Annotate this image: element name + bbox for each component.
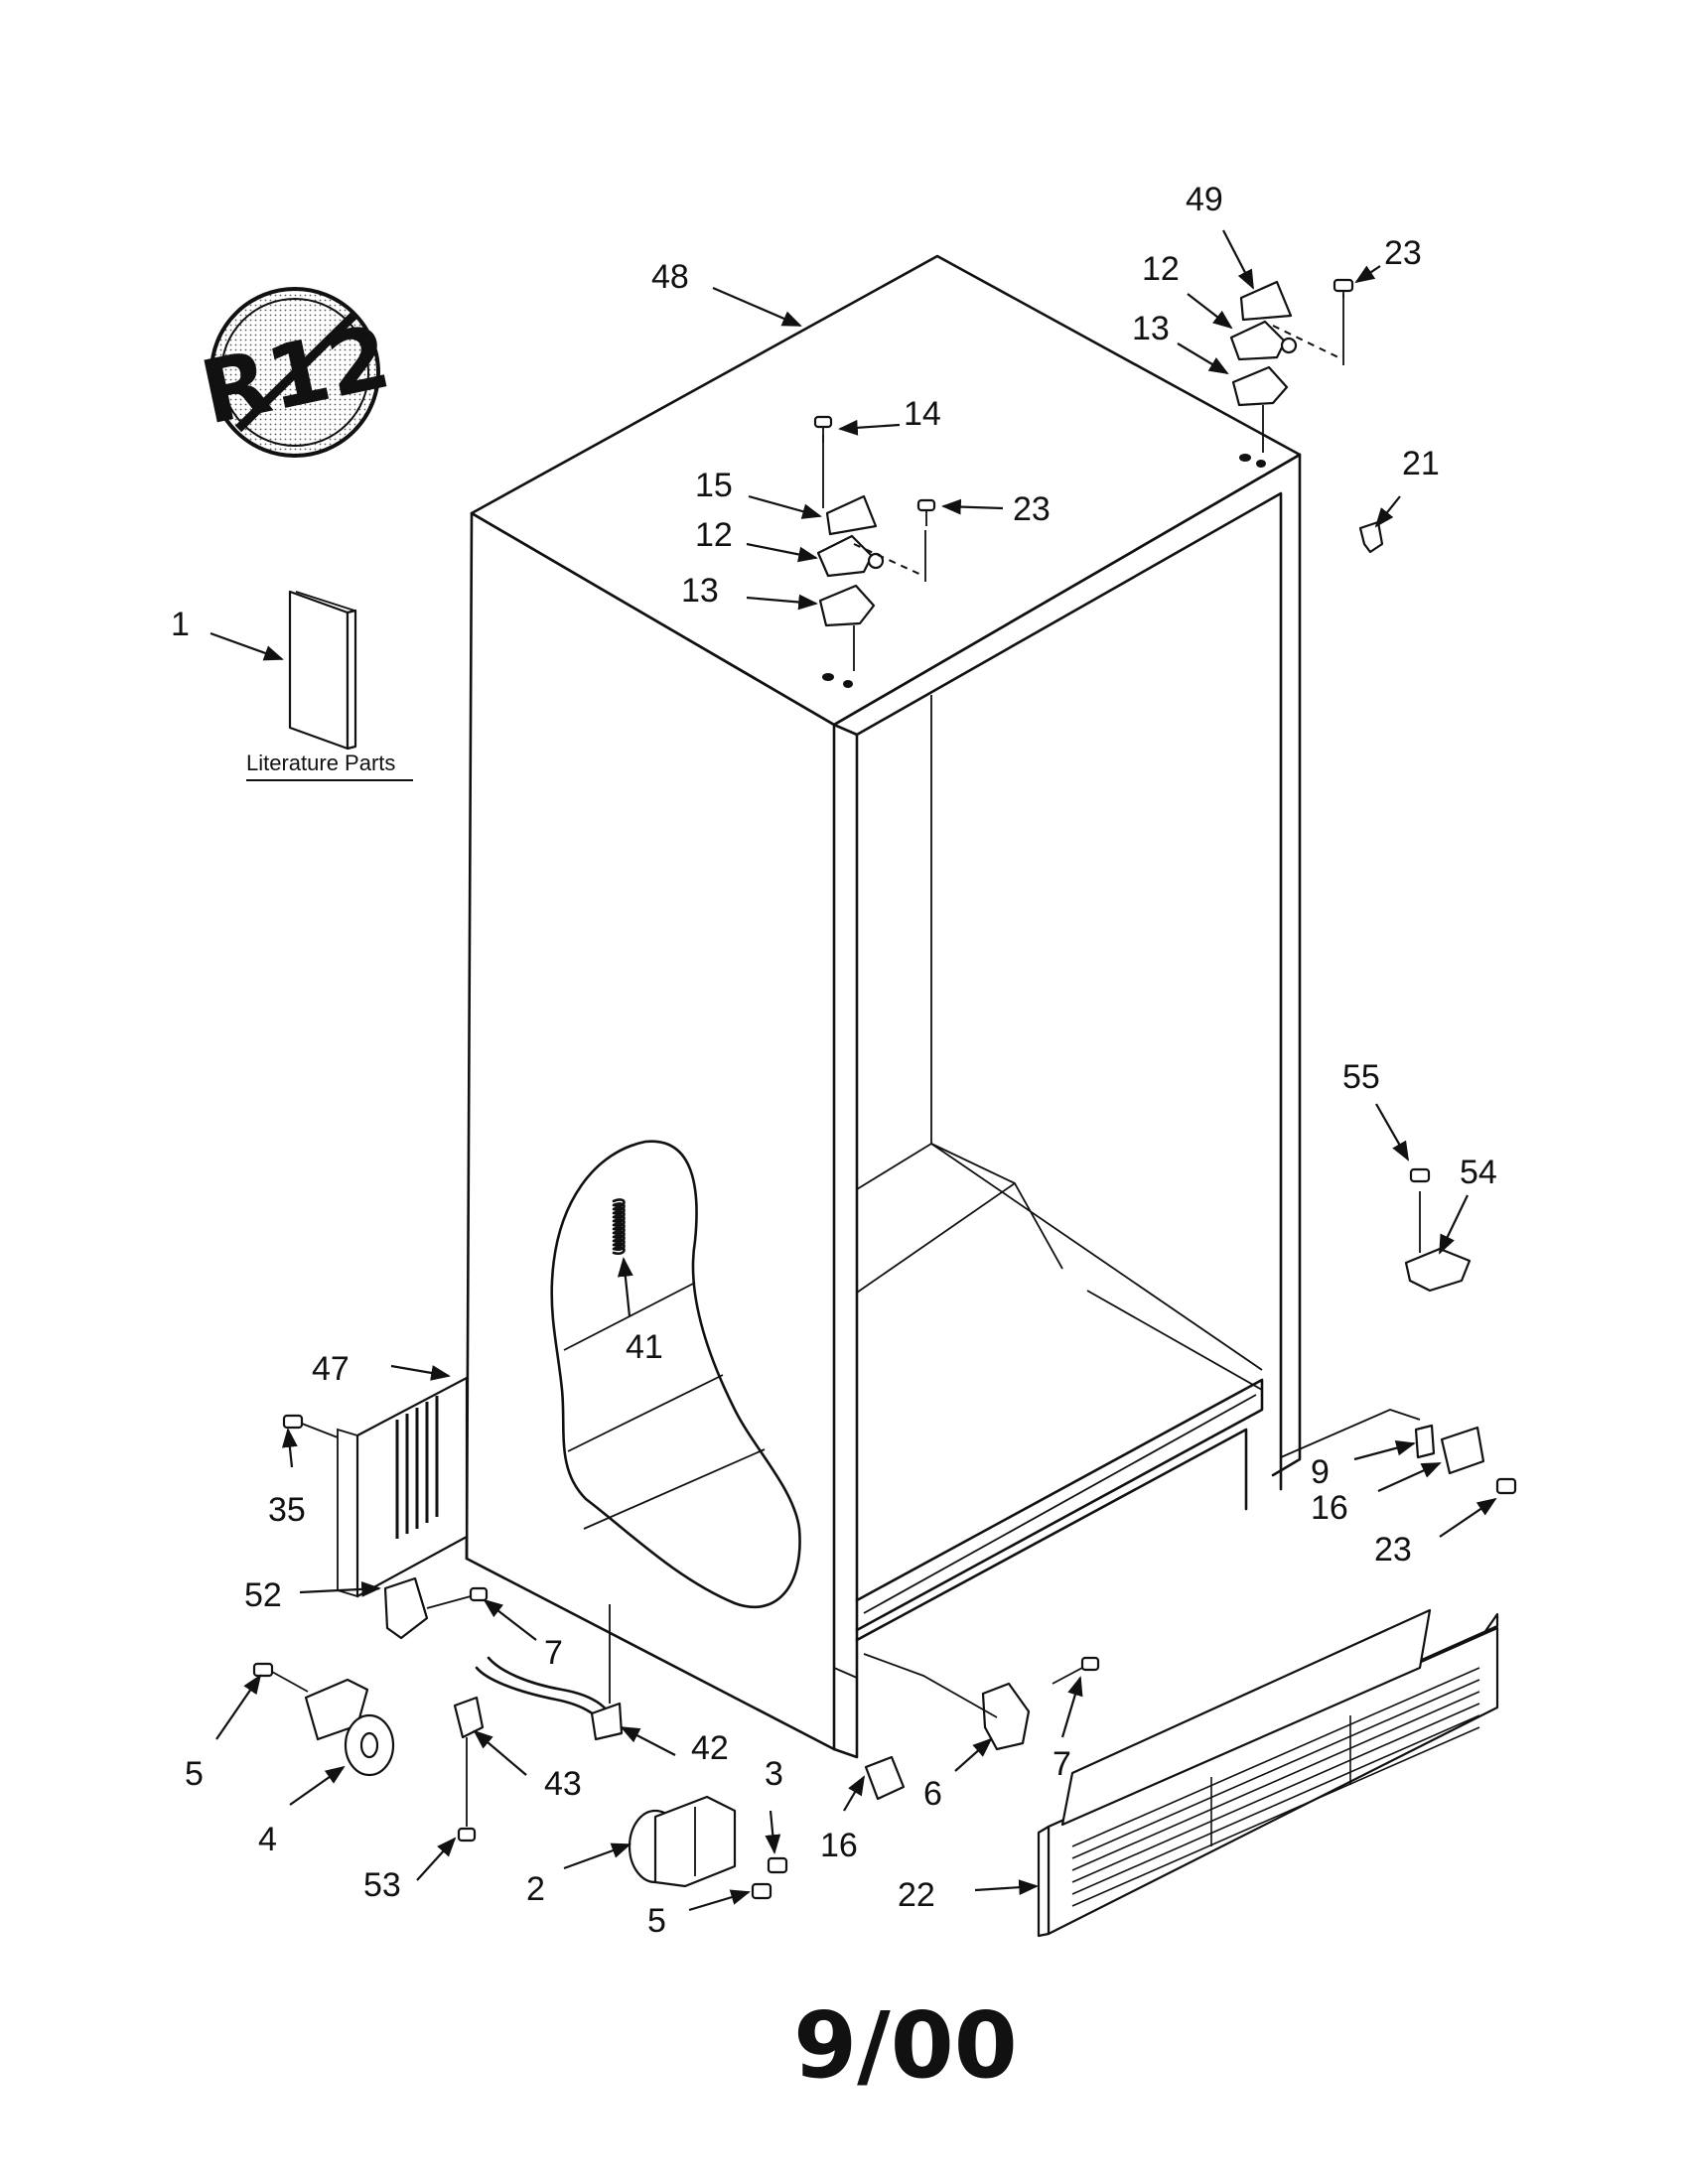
- rear-caster: [252, 1662, 395, 1777]
- callout-13-right: 13: [1132, 310, 1170, 347]
- callout-54: 54: [1460, 1154, 1497, 1191]
- no-r12-badge: R12: [193, 287, 398, 458]
- callout-4: 4: [258, 1821, 277, 1858]
- callout-23-lower: 23: [1374, 1531, 1412, 1569]
- callout-16-lower: 16: [820, 1827, 858, 1864]
- callout-23-top: 23: [1384, 234, 1422, 272]
- callout-22: 22: [898, 1876, 935, 1914]
- bracket-52: [383, 1576, 489, 1640]
- callout-7-right: 7: [1052, 1745, 1071, 1783]
- right-hinge-assembly: [1229, 278, 1354, 453]
- callout-53: 53: [363, 1866, 401, 1904]
- callout-23-mid: 23: [1013, 490, 1051, 528]
- callout-13-left: 13: [681, 572, 719, 610]
- callout-52: 52: [244, 1576, 282, 1614]
- cutaway-view: [550, 1140, 801, 1609]
- callout-5-left: 5: [185, 1755, 204, 1793]
- callout-7-left: 7: [544, 1634, 563, 1672]
- clip-21: [1358, 520, 1384, 554]
- literature-booklet: [288, 590, 357, 751]
- cabinet-shell: [465, 254, 1302, 1759]
- revision-date: 9/00: [793, 1992, 1018, 2099]
- callout-41: 41: [626, 1328, 663, 1366]
- callout-12-left: 12: [695, 516, 733, 554]
- callout-numbers: 1 48 49 12 13 23 14 15 23 12 13 21 55 54…: [171, 181, 1497, 1940]
- callout-12-right: 12: [1142, 250, 1180, 288]
- callout-47: 47: [312, 1350, 350, 1388]
- callout-42: 42: [691, 1729, 729, 1767]
- callout-2: 2: [526, 1870, 545, 1908]
- base-grille: [1037, 1608, 1499, 1938]
- callout-55: 55: [1342, 1058, 1380, 1096]
- rear-panel-47: [282, 1376, 469, 1598]
- callout-49: 49: [1186, 181, 1223, 218]
- callout-1: 1: [171, 606, 190, 643]
- callout-15: 15: [695, 467, 733, 504]
- callout-6: 6: [923, 1775, 942, 1813]
- front-brackets: [863, 1653, 1100, 1801]
- leader-lines: [210, 229, 1497, 1912]
- callout-3: 3: [765, 1755, 783, 1793]
- callout-9: 9: [1311, 1453, 1330, 1491]
- right-bracket-assembly: [1280, 1409, 1517, 1495]
- callout-16-right: 16: [1311, 1489, 1348, 1527]
- callout-48: 48: [651, 258, 689, 296]
- left-hinge-assembly: [813, 415, 936, 671]
- callout-14: 14: [904, 395, 941, 433]
- front-roller-assembly: [628, 1795, 788, 1900]
- callout-21: 21: [1402, 445, 1440, 482]
- callout-43: 43: [544, 1765, 582, 1803]
- callout-5-lower: 5: [647, 1902, 666, 1940]
- literature-parts-label: Literature Parts: [246, 751, 395, 775]
- callout-35: 35: [268, 1491, 306, 1529]
- drain-tube-assembly: [453, 1604, 624, 1843]
- drain-tube-spring: [612, 1198, 626, 1256]
